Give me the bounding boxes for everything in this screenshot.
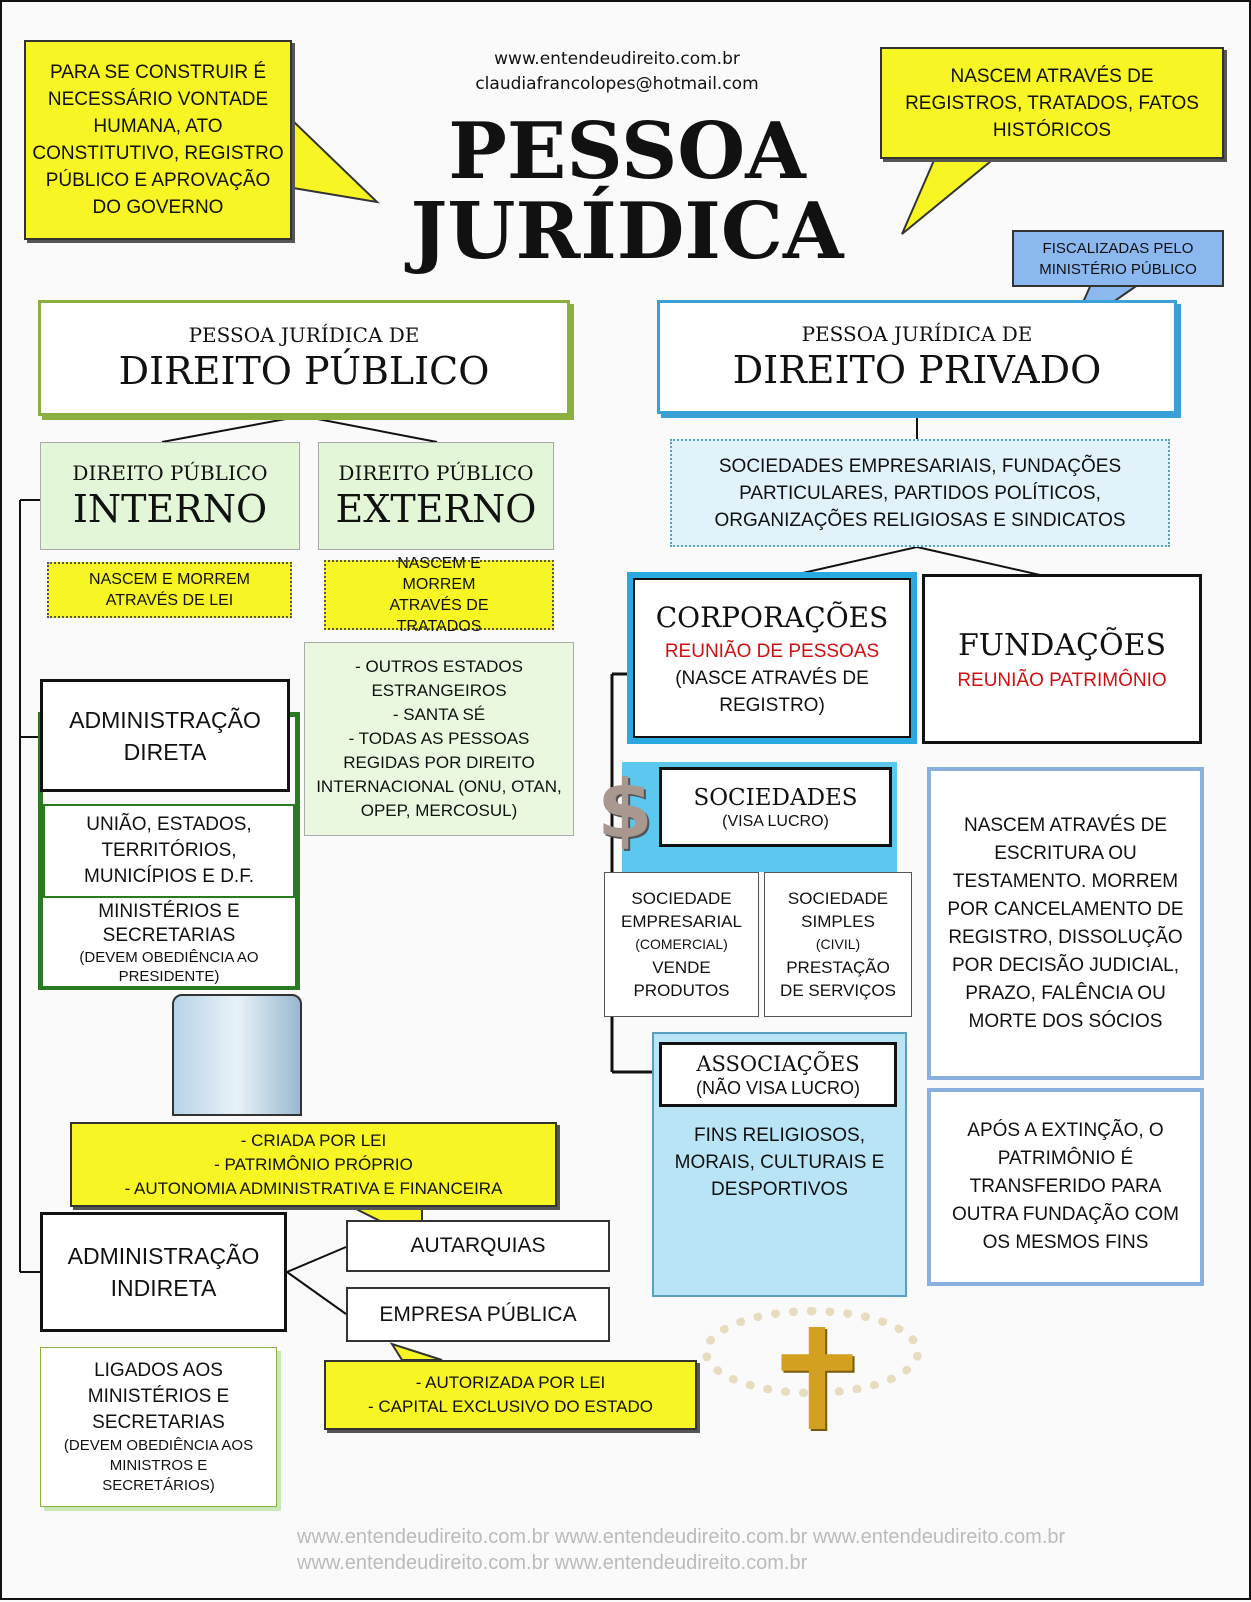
line: SIMPLES <box>801 912 875 931</box>
title: EXTERNO <box>335 486 537 531</box>
note-item: - CRIADA POR LEI <box>240 1130 387 1150</box>
subtitle: PESSOA JURÍDICA DE <box>801 321 1033 346</box>
title: ADMINISTRAÇÃO INDIRETA <box>67 1243 260 1301</box>
title: CORPORAÇÕES <box>655 600 889 634</box>
subtitle: REUNIÃO DE PESSOAS <box>664 640 880 662</box>
rosary-cross-icon: ✝ <box>758 1302 875 1462</box>
administracao-indireta: ADMINISTRAÇÃO INDIRETA <box>40 1212 287 1332</box>
text: MINISTÉRIOS E SECRETARIAS <box>98 901 240 946</box>
autarquias-box[interactable]: AUTARQUIAS <box>346 1220 610 1272</box>
title: INTERNO <box>72 486 268 531</box>
note: (NÃO VISA LUCRO) <box>695 1078 861 1098</box>
callout-requirements: PARA SE CONSTRUIR É NECESSÁRIO VONTADE H… <box>24 40 292 240</box>
line: EMPRESARIAL <box>621 912 742 931</box>
credits: www.entendeudireito.com.br claudiafranco… <box>442 47 792 97</box>
line: (COMERCIAL) <box>635 936 728 952</box>
title: ASSOCIAÇÕES <box>696 1052 860 1076</box>
text: NASCEM ATRAVÉS DE ESCRITURA OU TESTAMENT… <box>947 814 1184 1032</box>
line: SOCIEDADE <box>631 889 732 908</box>
line: SOCIEDADE <box>787 889 889 908</box>
note: (NASCE ATRAVÉS DE REGISTRO) <box>675 667 869 716</box>
title: ADMINISTRAÇÃO DIRETA <box>69 706 261 765</box>
list-item: - SANTA SÉ <box>392 705 486 724</box>
fundacoes-extincao: APÓS A EXTINÇÃO, O PATRIMÔNIO É TRANSFER… <box>927 1088 1204 1286</box>
text: UNIÃO, ESTADOS, TERRITÓRIOS, MUNICÍPIOS … <box>84 814 254 887</box>
title: FUNDAÇÕES <box>957 627 1167 663</box>
line: VENDE <box>652 958 711 977</box>
watermark: www.entendeudireito.com.br www.entendeud… <box>297 1524 1247 1586</box>
title-line-1: PESSOA <box>448 106 806 197</box>
autarquia-note: - CRIADA POR LEI - PATRIMÔNIO PRÓPRIO - … <box>70 1122 557 1207</box>
list-item: - OUTROS ESTADOS ESTRANGEIROS <box>355 657 523 700</box>
corporacoes-box: CORPORAÇÕES REUNIÃO DE PESSOAS (NASCE AT… <box>627 572 917 744</box>
rosary-beads <box>702 1307 922 1397</box>
page-title: PESSOA JURÍDICA <box>382 112 872 272</box>
title: DIREITO PÚBLICO <box>118 348 490 393</box>
sociedade-empresarial: SOCIEDADE EMPRESARIAL (COMERCIAL) VENDE PROD… <box>604 872 759 1017</box>
text: FINS RELIGIOSOS, MORAIS, CULTURAIS E DES… <box>674 1124 885 1200</box>
cross-glyph: ✝ <box>758 1300 876 1463</box>
note-text: NASCEM E MORREM ATRAVÉS DE LEI <box>89 571 250 609</box>
email: claudiafrancolopes@hotmail.com <box>475 74 759 94</box>
interno-note: NASCEM E MORREM ATRAVÉS DE LEI <box>47 562 292 618</box>
line: DE SERVIÇOS <box>780 981 896 1000</box>
ministerios-box: MINISTÉRIOS E SECRETARIAS (DEVEM OBEDIÊN… <box>43 900 295 986</box>
callout-origin: NASCEM ATRAVÉS DE REGISTROS, TRATADOS, F… <box>880 47 1224 159</box>
note: (DEVEM OBEDIÊNCIA AOS MINISTROS E SECRET… <box>63 1437 254 1494</box>
associacoes-box: ASSOCIAÇÕES (NÃO VISA LUCRO) <box>659 1042 897 1107</box>
text: APÓS A EXTINÇÃO, O PATRIMÔNIO É TRANSFER… <box>952 1120 1179 1253</box>
associacoes-fins: FINS RELIGIOSOS, MORAIS, CULTURAIS E DES… <box>662 1117 897 1207</box>
note-item: - PATRIMÔNIO PRÓPRIO <box>214 1154 413 1174</box>
uniao-box: UNIÃO, ESTADOS, TERRITÓRIOS, MUNICÍPIOS … <box>43 804 295 898</box>
administracao-direta: ADMINISTRAÇÃO DIRETA <box>40 679 290 792</box>
externo-note: NASCEM E MORREM ATRAVÉS DE TRATADOS <box>324 555 554 635</box>
text: SOCIEDADES EMPRESARIAIS, FUNDAÇÕES PARTI… <box>714 455 1126 531</box>
note: (VISA LUCRO) <box>722 813 829 830</box>
subtitle: REUNIÃO PATRIMÔNIO <box>957 669 1167 691</box>
list-item: - TODAS AS PESSOAS REGIDAS POR DIREITO I… <box>316 729 562 820</box>
sociedades-box: SOCIEDADES (VISA LUCRO) <box>659 767 892 847</box>
title-line-2: JURÍDICA <box>410 186 844 277</box>
subtitle: DIREITO PÚBLICO <box>72 460 268 485</box>
callout-text: FISCALIZADAS PELO MINISTÉRIO PÚBLICO <box>1039 239 1197 278</box>
privado-list: SOCIEDADES EMPRESARIAIS, FUNDAÇÕES PARTI… <box>670 439 1170 547</box>
note-item: - CAPITAL EXCLUSIVO DO ESTADO <box>368 1397 653 1416</box>
note: (DEVEM OBEDIÊNCIA AO PRESIDENTE) <box>79 949 259 985</box>
callout-ministerio: FISCALIZADAS PELO MINISTÉRIO PÚBLICO <box>1012 230 1224 287</box>
subtitle: DIREITO PÚBLICO <box>338 460 534 485</box>
note-text: NASCEM E MORREM ATRAVÉS DE TRATADOS <box>389 555 489 635</box>
note-item: - AUTONOMIA ADMINISTRATIVA E FINANCEIRA <box>124 1178 503 1198</box>
empresa-publica-box[interactable]: EMPRESA PÚBLICA <box>346 1287 610 1342</box>
line: PRODUTOS <box>633 981 730 1000</box>
externo-list: - OUTROS ESTADOS ESTRANGEIROS - SANTA SÉ… <box>304 642 574 836</box>
fundacoes-box: FUNDAÇÕES REUNIÃO PATRIMÔNIO <box>922 574 1202 744</box>
dollar-glyph: $ <box>597 763 653 856</box>
pillar-image <box>172 994 302 1116</box>
site-url: www.entendeudireito.com.br <box>494 49 740 69</box>
text: AUTARQUIAS <box>410 1234 546 1257</box>
dollar-icon: $ <box>596 762 654 858</box>
line: PRESTAÇÃO <box>786 958 890 977</box>
callout-text: NASCEM ATRAVÉS DE REGISTROS, TRATADOS, F… <box>905 65 1199 141</box>
text: EMPRESA PÚBLICA <box>379 1302 577 1326</box>
sociedade-simples: SOCIEDADE SIMPLES (CIVIL) PRESTAÇÃO DE SERVI… <box>764 872 912 1017</box>
callout-text: PARA SE CONSTRUIR É NECESSÁRIO VONTADE H… <box>32 62 284 218</box>
title: DIREITO PRIVADO <box>732 347 1102 392</box>
fundacoes-nascimento: NASCEM ATRAVÉS DE ESCRITURA OU TESTAMENT… <box>927 767 1204 1080</box>
note-item: - AUTORIZADA POR LEI <box>415 1373 606 1392</box>
text: LIGADOS AOS MINISTÉRIOS E SECRETARIAS <box>87 1360 230 1433</box>
line: (CIVIL) <box>815 936 861 952</box>
empresa-note: - AUTORIZADA POR LEI - CAPITAL EXCLUSIVO… <box>324 1360 697 1430</box>
watermark-text: www.entendeudireito.com.br www.entendeud… <box>297 1526 1066 1574</box>
ligados-box: LIGADOS AOS MINISTÉRIOS E SECRETARIAS (D… <box>40 1347 277 1507</box>
subtitle: PESSOA JURÍDICA DE <box>188 322 420 347</box>
title: SOCIEDADES <box>693 785 858 811</box>
